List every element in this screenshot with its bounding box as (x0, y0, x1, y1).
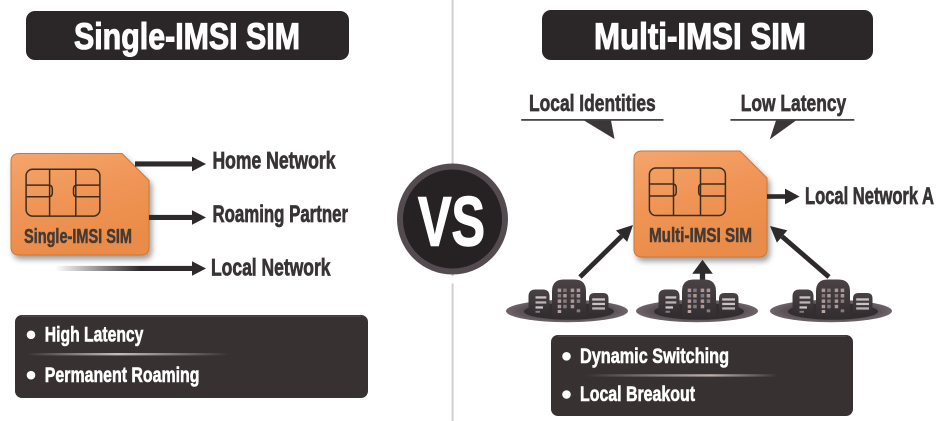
svg-text:High Latency: High Latency (45, 324, 144, 347)
svg-text:Single-IMSI SIM: Single-IMSI SIM (24, 226, 132, 248)
svg-text:Local Network A: Local Network A (805, 183, 934, 210)
svg-text:Home Network: Home Network (213, 148, 336, 175)
svg-text:Multi-IMSI SIM: Multi-IMSI SIM (594, 16, 806, 57)
svg-text:Local Network: Local Network (211, 254, 331, 281)
svg-text:Low Latency: Low Latency (741, 90, 847, 116)
svg-text:Roaming Partner: Roaming Partner (213, 201, 349, 228)
svg-text:Single-IMSI SIM: Single-IMSI SIM (74, 16, 300, 57)
svg-text:Multi-IMSI SIM: Multi-IMSI SIM (649, 225, 752, 247)
svg-text:Local Breakout: Local Breakout (580, 383, 695, 406)
svg-text:Permanent Roaming: Permanent Roaming (45, 364, 200, 387)
svg-text:Local Identities: Local Identities (529, 90, 656, 116)
svg-text:VS: VS (418, 183, 485, 261)
svg-text:Dynamic Switching: Dynamic Switching (580, 345, 729, 368)
